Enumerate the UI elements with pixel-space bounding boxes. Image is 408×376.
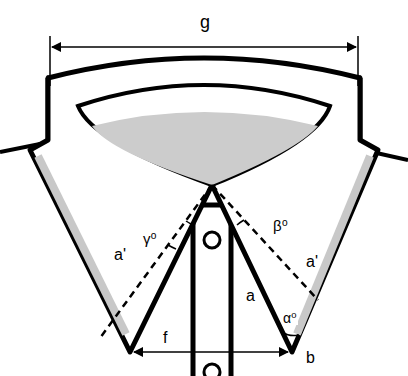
dimension-label: f [162, 330, 168, 346]
length-label: a [245, 288, 256, 304]
point-label: b [305, 350, 316, 366]
dimension-label: g [199, 13, 211, 31]
length-label: a' [305, 254, 319, 270]
length-label: a' [113, 247, 127, 263]
angle-label: α⁰ [282, 311, 298, 325]
angle-label: β⁰ [272, 218, 289, 233]
angle-label: γ⁰ [142, 231, 158, 246]
